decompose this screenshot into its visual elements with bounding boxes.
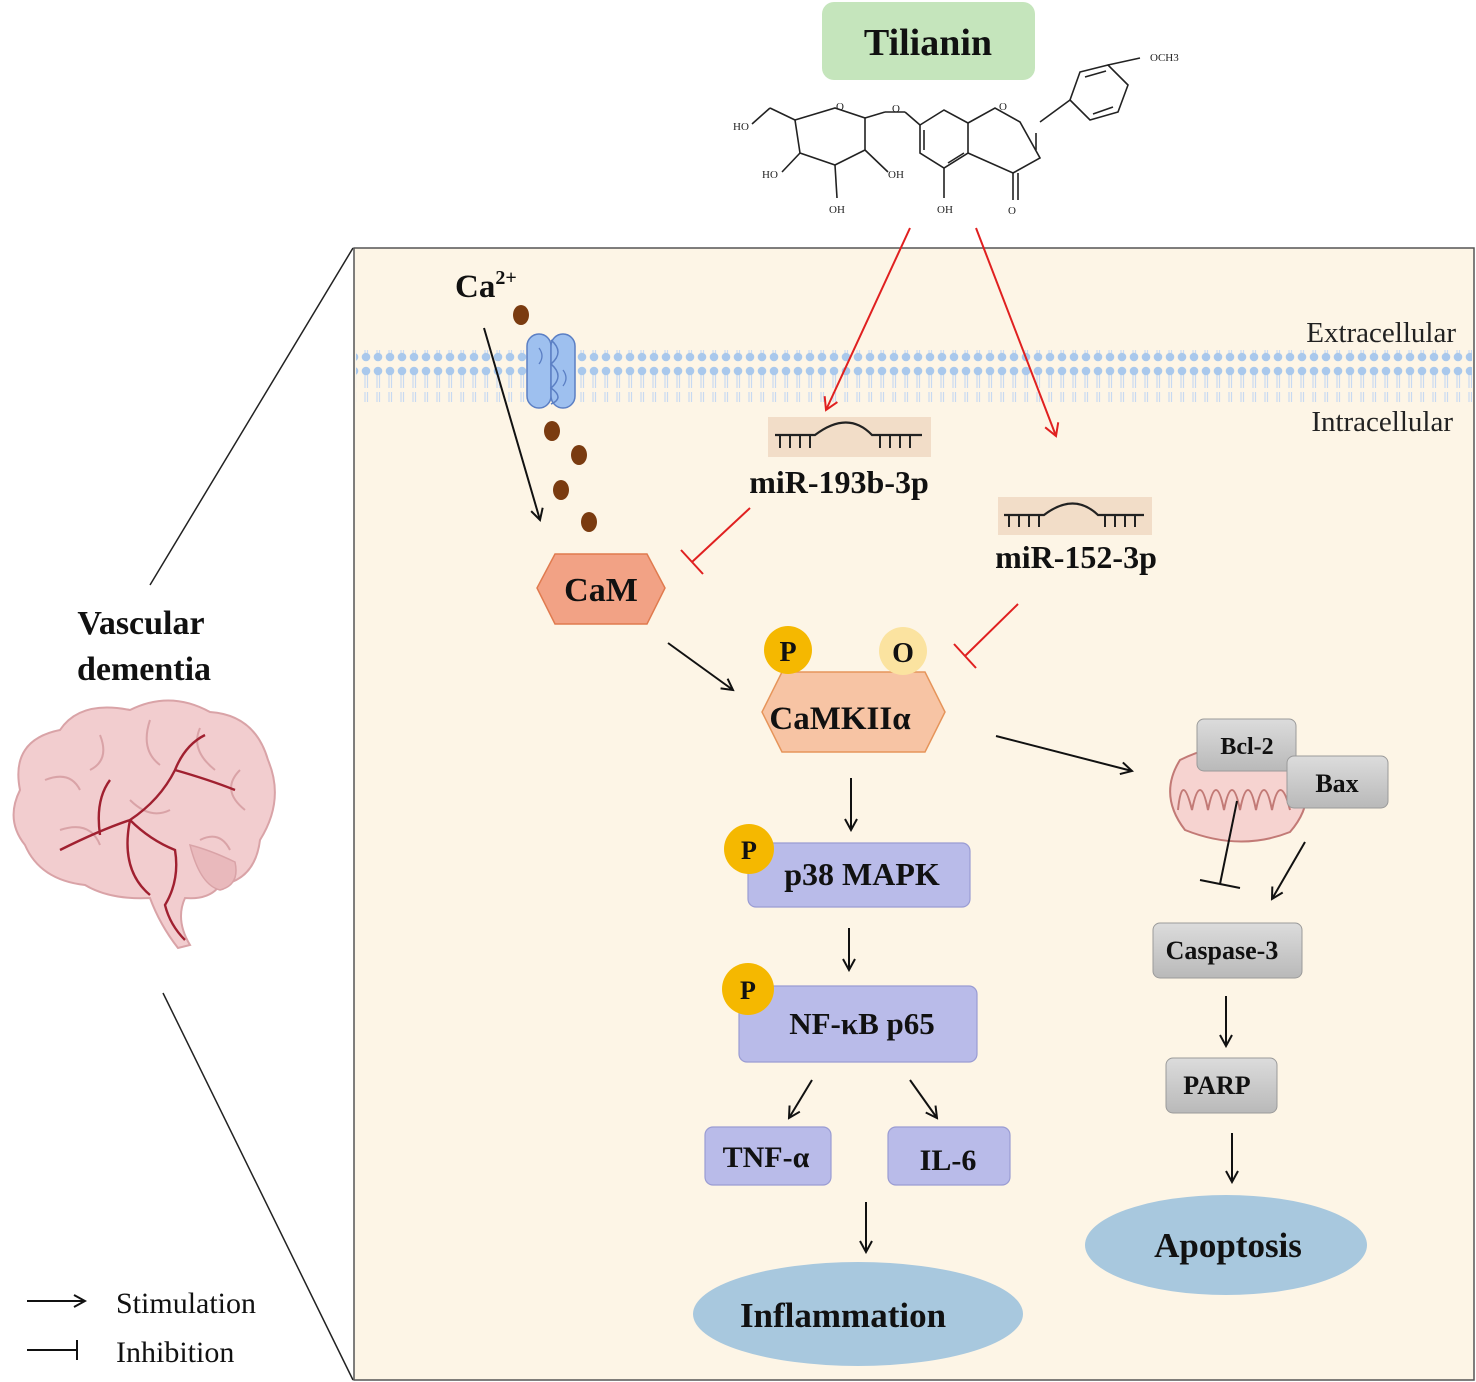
- bcl2-label: Bcl-2: [1220, 734, 1273, 760]
- bax-to-caspase3-arrow: [1272, 841, 1306, 899]
- cam-to-camkii-arrow: [667, 642, 733, 690]
- caspase3-label: Caspase-3: [1166, 936, 1279, 965]
- mir193-label: miR-193b-3p: [749, 464, 929, 500]
- zoom-line-top: [149, 247, 354, 586]
- extracellular-label: Extracellular: [1306, 317, 1456, 349]
- camkii-oglcnac-label: O: [892, 638, 914, 669]
- tilianin-label: Tilianin: [864, 22, 992, 64]
- bax-node: [1286, 755, 1389, 809]
- inflammation-label: Inflammation: [740, 1296, 946, 1335]
- il6-label: IL-6: [920, 1144, 977, 1177]
- tnf-node: [704, 1126, 832, 1186]
- calcium-channel-icon: [526, 333, 576, 409]
- legend-inhibition-symbol: [27, 1340, 78, 1360]
- methoxy-label: OCH3: [1150, 52, 1179, 64]
- camkii-label: CaMKIIα: [769, 701, 911, 737]
- parp-node: [1165, 1057, 1278, 1114]
- mir152-hairpin-icon: [998, 497, 1152, 535]
- bcl2-inhibits-caspase3: [1199, 800, 1241, 889]
- p38-node: [747, 842, 971, 908]
- ring-o-label-3: O: [892, 103, 900, 115]
- tnf-label: TNF-α: [723, 1141, 810, 1174]
- calcium-ion-label: Ca2+: [455, 267, 517, 305]
- tilianin-box: [822, 2, 1035, 80]
- camkii-oglcnac-badge: [879, 627, 927, 675]
- p38-label: p38 MAPK: [784, 856, 940, 892]
- cell-membrane: [356, 350, 1472, 402]
- hydroxyl-label-4: OH: [829, 204, 845, 216]
- zoom-line-bottom: [162, 992, 354, 1381]
- nfkb-node: [738, 985, 978, 1063]
- nfkb-to-il6-arrow: [909, 1079, 937, 1118]
- calcium-ions: [513, 305, 597, 532]
- bcl2-node: [1196, 718, 1297, 772]
- hydroxyl-label-5: OH: [937, 204, 953, 216]
- camkii-phospho-badge: [764, 626, 812, 674]
- camkii-node: [761, 671, 946, 753]
- hydroxyl-label-1: HO: [733, 121, 749, 133]
- camkii-to-mitochondria-arrow: [995, 735, 1132, 771]
- nfkb-phospho-label: P: [740, 976, 756, 1005]
- apoptosis-label: Apoptosis: [1154, 1226, 1302, 1265]
- cam-node: [536, 553, 666, 625]
- ring-o-label-1: O: [836, 101, 844, 113]
- legend-stimulation-label: Stimulation: [116, 1287, 256, 1320]
- legend-inhibition-label: Inhibition: [116, 1336, 234, 1369]
- nfkb-phospho-badge: [722, 963, 774, 1015]
- mir193-inhibits-cam: [680, 507, 751, 575]
- tilianin-to-mir193-arrow: [823, 227, 911, 412]
- apoptosis-outcome: [1085, 1195, 1367, 1295]
- il6-node: [887, 1126, 1011, 1186]
- hydroxyl-label-3: OH: [888, 169, 904, 181]
- inflammation-outcome: [693, 1262, 1023, 1366]
- parp-label: PARP: [1183, 1071, 1251, 1100]
- cam-label: CaM: [564, 572, 638, 609]
- disease-label-line1: Vascular: [77, 605, 204, 642]
- calcium-to-cam-arrow: [483, 327, 540, 520]
- carbonyl-o-label: O: [1008, 205, 1016, 217]
- nfkb-label: NF-κB p65: [789, 1006, 935, 1041]
- nfkb-to-tnf-arrow: [789, 1079, 813, 1118]
- ring-o-label-2: O: [999, 101, 1007, 113]
- brain-icon: [12, 699, 276, 950]
- caspase3-node: [1152, 922, 1303, 979]
- camkii-phospho-label: P: [779, 637, 796, 668]
- mir152-inhibits-camkii: [953, 603, 1019, 669]
- disease-label-line2: dementia: [77, 651, 211, 688]
- tilianin-structure-icon: [751, 57, 1141, 200]
- mir193-hairpin-icon: [768, 417, 931, 457]
- hydroxyl-label-2: HO: [762, 169, 778, 181]
- p38-phospho-label: P: [741, 836, 757, 865]
- mir152-label: miR-152-3p: [995, 539, 1157, 575]
- intracellular-label: Intracellular: [1311, 406, 1453, 438]
- bax-label: Bax: [1315, 769, 1358, 798]
- tilianin-to-mir152-arrow: [975, 227, 1060, 438]
- p38-phospho-badge: [724, 824, 774, 874]
